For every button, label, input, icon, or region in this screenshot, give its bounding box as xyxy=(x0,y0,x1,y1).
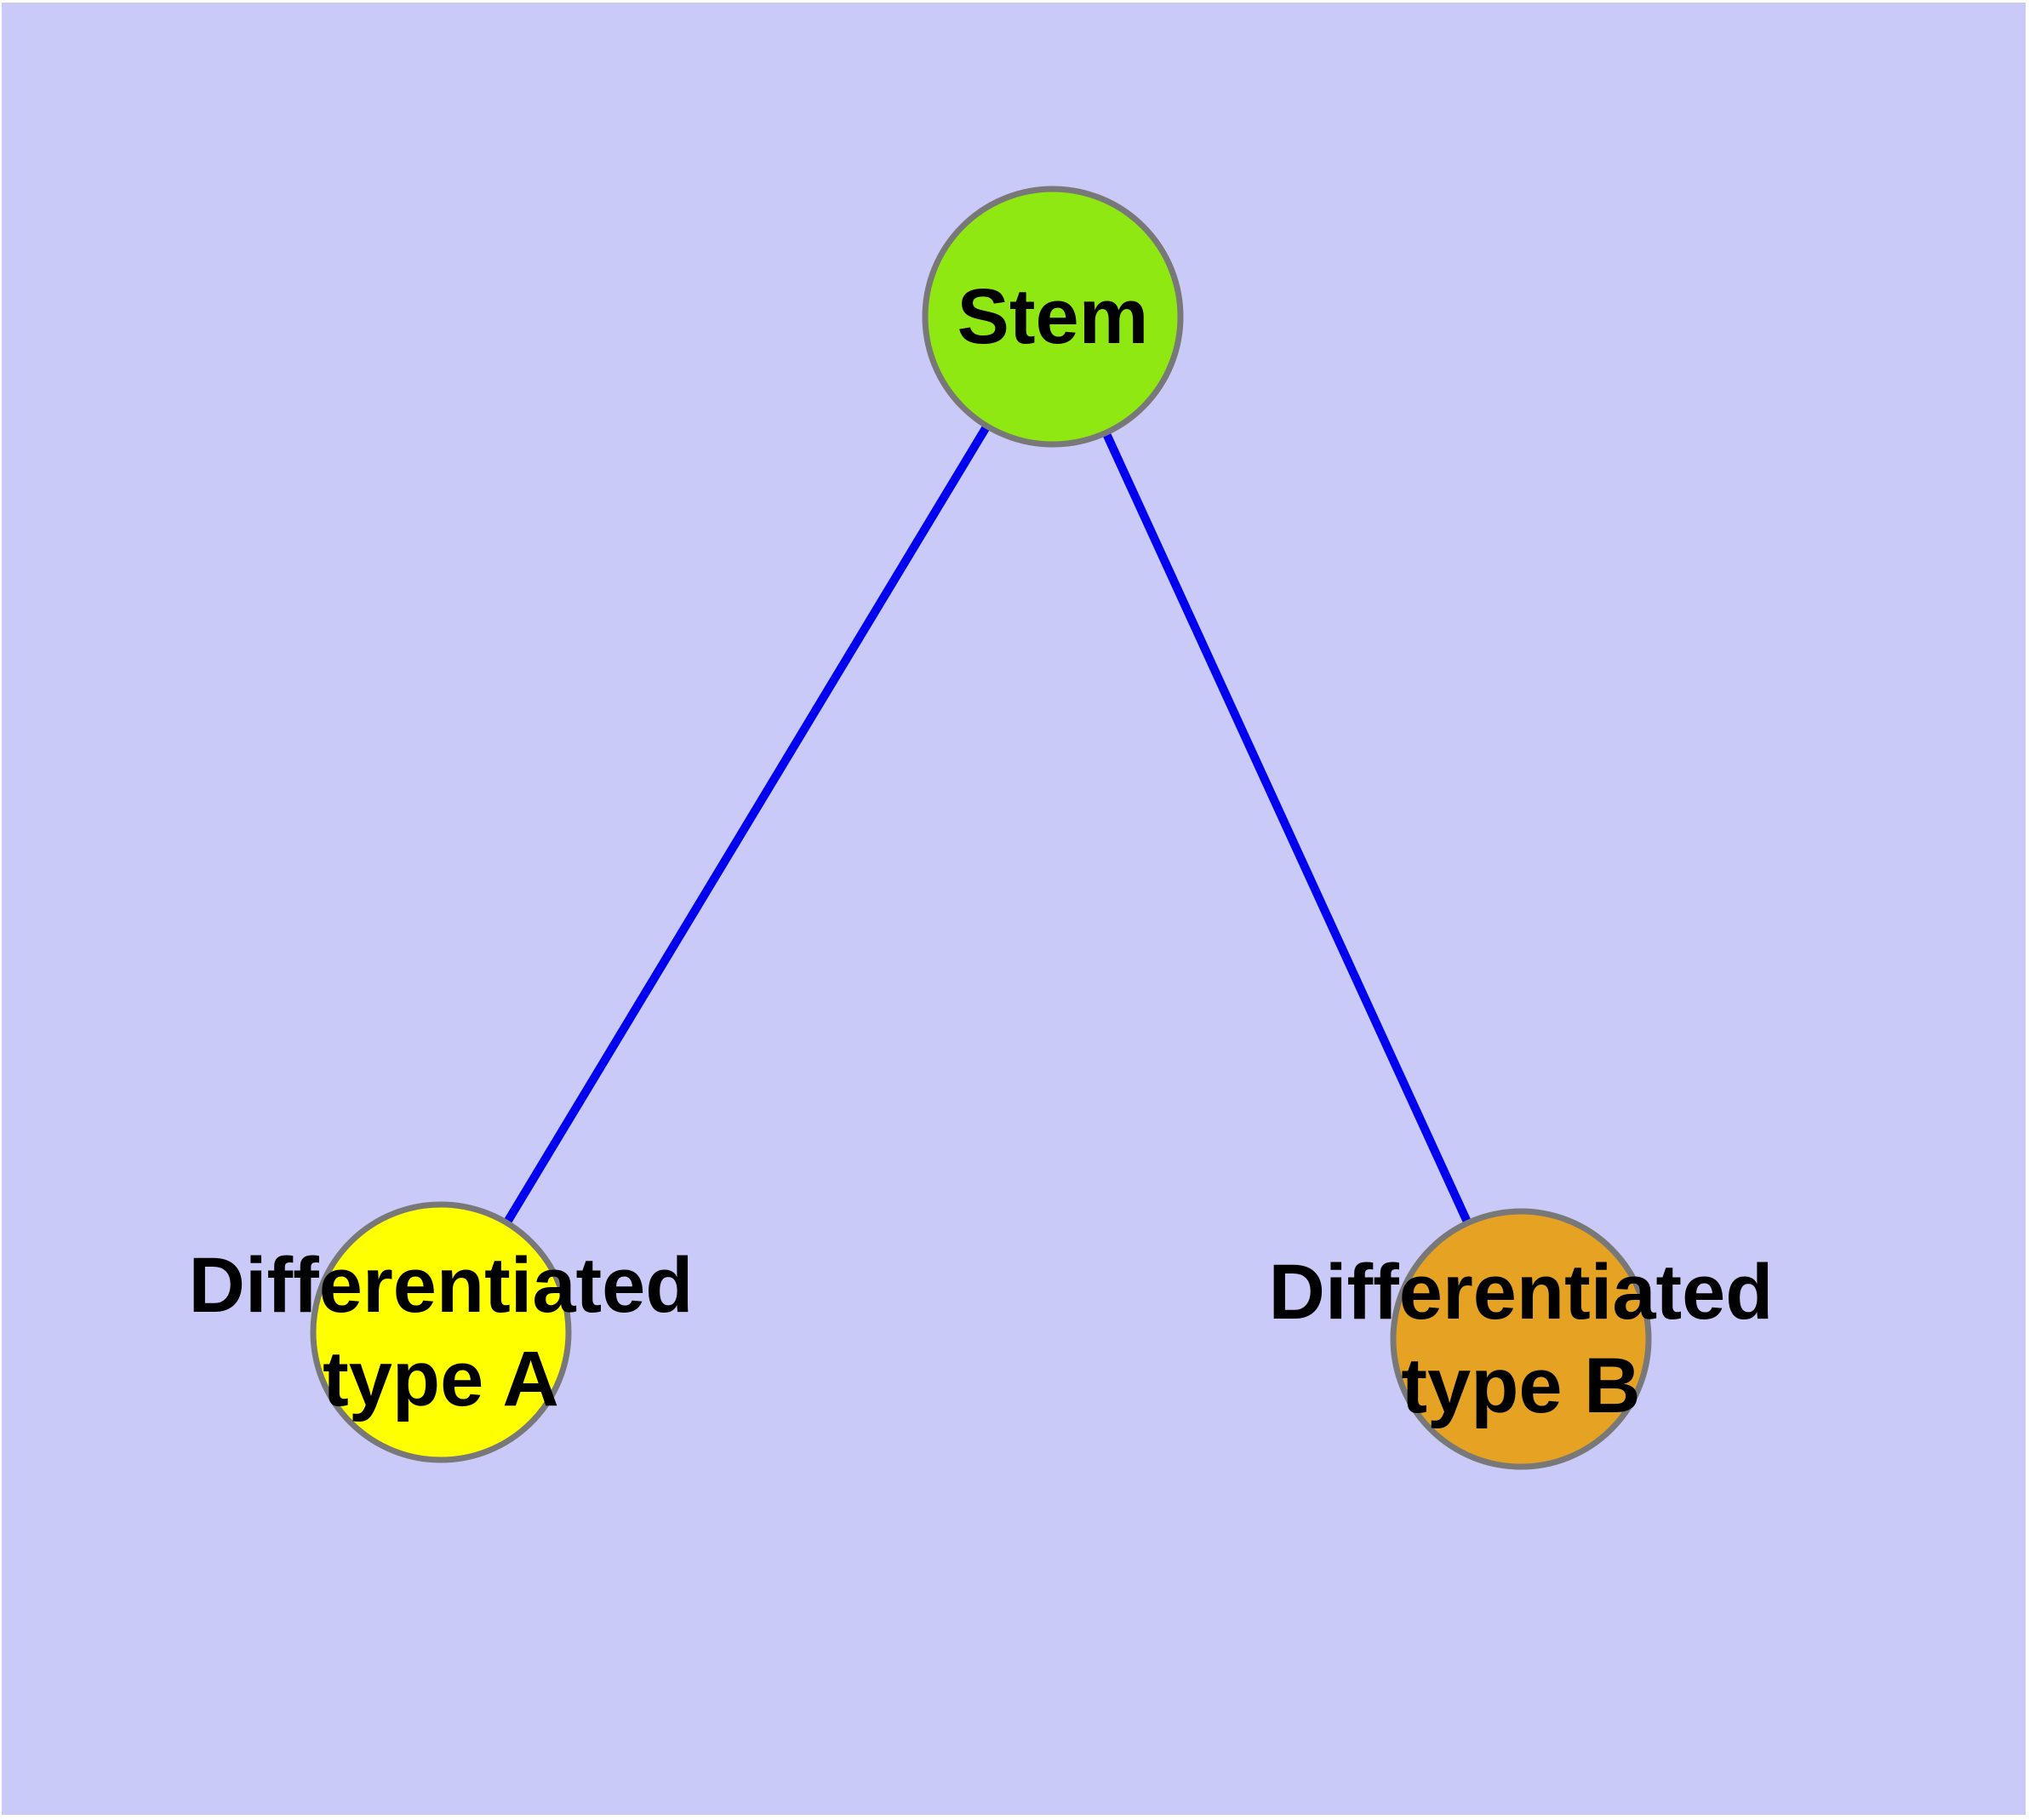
node-label-differentiated-type-a: Differentiated type A xyxy=(189,1239,694,1426)
node-label-line: type B xyxy=(1401,1342,1641,1429)
node-label-stem: Stem xyxy=(957,270,1149,363)
node-label-differentiated-type-b: Differentiated type B xyxy=(1269,1245,1774,1433)
edge-stem-to-type-b xyxy=(1049,314,1525,1342)
edge-stem-to-type-a xyxy=(437,314,1057,1335)
node-circle-differentiated-type-a xyxy=(310,1201,572,1463)
node-label-line: type A xyxy=(323,1336,559,1422)
node-label-line: Differentiated xyxy=(1268,1249,1774,1336)
node-label-line: Stem xyxy=(957,273,1149,360)
node-circle-differentiated-type-b xyxy=(1390,1208,1652,1470)
node-label-line: Differentiated xyxy=(188,1242,694,1329)
node-circle-stem xyxy=(922,186,1184,448)
